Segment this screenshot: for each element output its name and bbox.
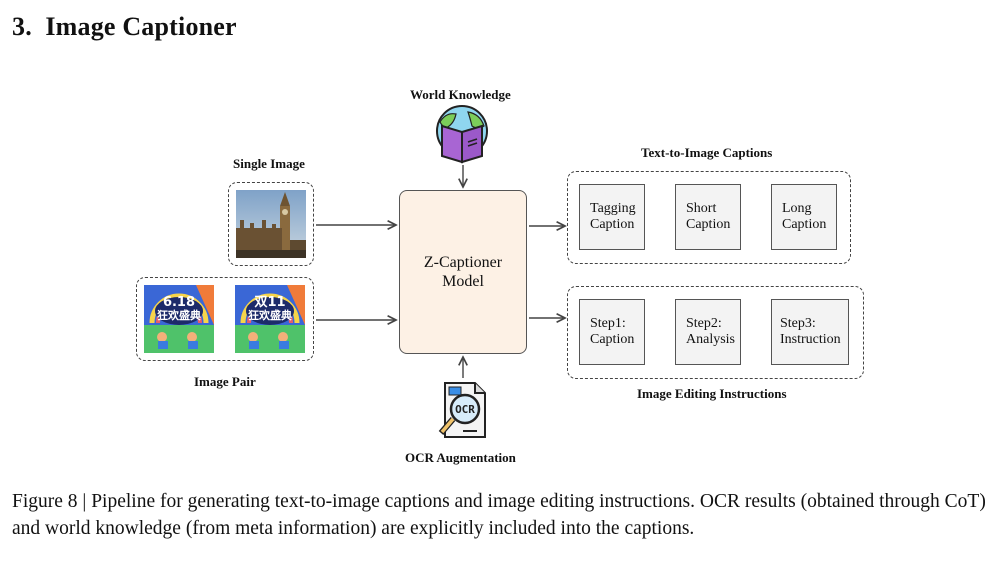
t2i-captions-container: Tagging Caption Short Caption Long Capti… <box>567 171 851 264</box>
poster-badge-line1: 6.18 <box>162 295 196 310</box>
section-heading: 3. Image Captioner <box>12 12 237 42</box>
long-caption-box: Long Caption <box>771 184 837 250</box>
ocr-icon-text: OCR <box>455 403 475 416</box>
single-image-container <box>228 182 314 266</box>
box-line1: Tagging <box>590 201 636 216</box>
figure-caption: Figure 8 | Pipeline for generating text-… <box>12 491 986 539</box>
box-line2: Analysis <box>686 332 735 347</box>
box-line1: Step3: <box>780 316 816 331</box>
model-name-line2: Model <box>442 273 484 290</box>
big-ben-photo <box>236 190 306 258</box>
tagging-caption-box: Tagging Caption <box>579 184 645 250</box>
step1-caption-box: Step1: Caption <box>579 299 645 365</box>
arrows-layer <box>316 165 1000 378</box>
ocr-augmentation-label: OCR Augmentation <box>405 450 516 465</box>
step3-instruction-box: Step3: Instruction <box>771 299 849 365</box>
promo-poster-double11 <box>235 285 305 353</box>
short-caption-box: Short Caption <box>675 184 741 250</box>
image-pair-label: Image Pair <box>194 374 256 389</box>
box-line1: Long <box>782 201 812 216</box>
image-pair-item-1: 6.18 狂欢盛典 <box>144 285 214 353</box>
model-name-line1: Z-Captioner <box>423 254 503 271</box>
poster-badge-line2: 狂欢盛典 <box>157 309 201 322</box>
poster-badge-line1: 双11 <box>254 295 286 310</box>
section-number: 3. <box>12 12 32 41</box>
globe-book-icon <box>436 105 488 164</box>
image-editing-container: Step1: Caption Step2: Analysis Step3: In… <box>567 286 864 379</box>
image-pair-container: 6.18 狂欢盛典 双11 狂欢盛典 <box>136 277 314 361</box>
poster-badge-line2: 狂欢盛典 <box>248 309 292 322</box>
box-line1: Short <box>686 201 717 216</box>
section-title: Image Captioner <box>45 12 237 41</box>
single-image-label: Single Image <box>233 156 305 171</box>
box-line2: Caption <box>782 217 827 232</box>
box-line2: Caption <box>590 217 635 232</box>
step2-analysis-box: Step2: Analysis <box>675 299 741 365</box>
t2i-captions-label: Text-to-Image Captions <box>641 145 773 160</box>
box-line1: Step2: <box>686 316 722 331</box>
box-line2: Caption <box>686 217 731 232</box>
ocr-document-icon: OCR <box>438 382 486 438</box>
box-line2: Caption <box>590 332 635 347</box>
image-editing-label: Image Editing Instructions <box>637 386 787 401</box>
image-pair-item-2: 双11 狂欢盛典 <box>235 285 305 353</box>
z-captioner-model-box: Z-Captioner Model <box>399 190 527 354</box>
world-knowledge-label: World Knowledge <box>410 87 511 102</box>
promo-poster-618 <box>144 285 214 353</box>
box-line1: Step1: <box>590 316 626 331</box>
box-line2: Instruction <box>780 332 841 347</box>
